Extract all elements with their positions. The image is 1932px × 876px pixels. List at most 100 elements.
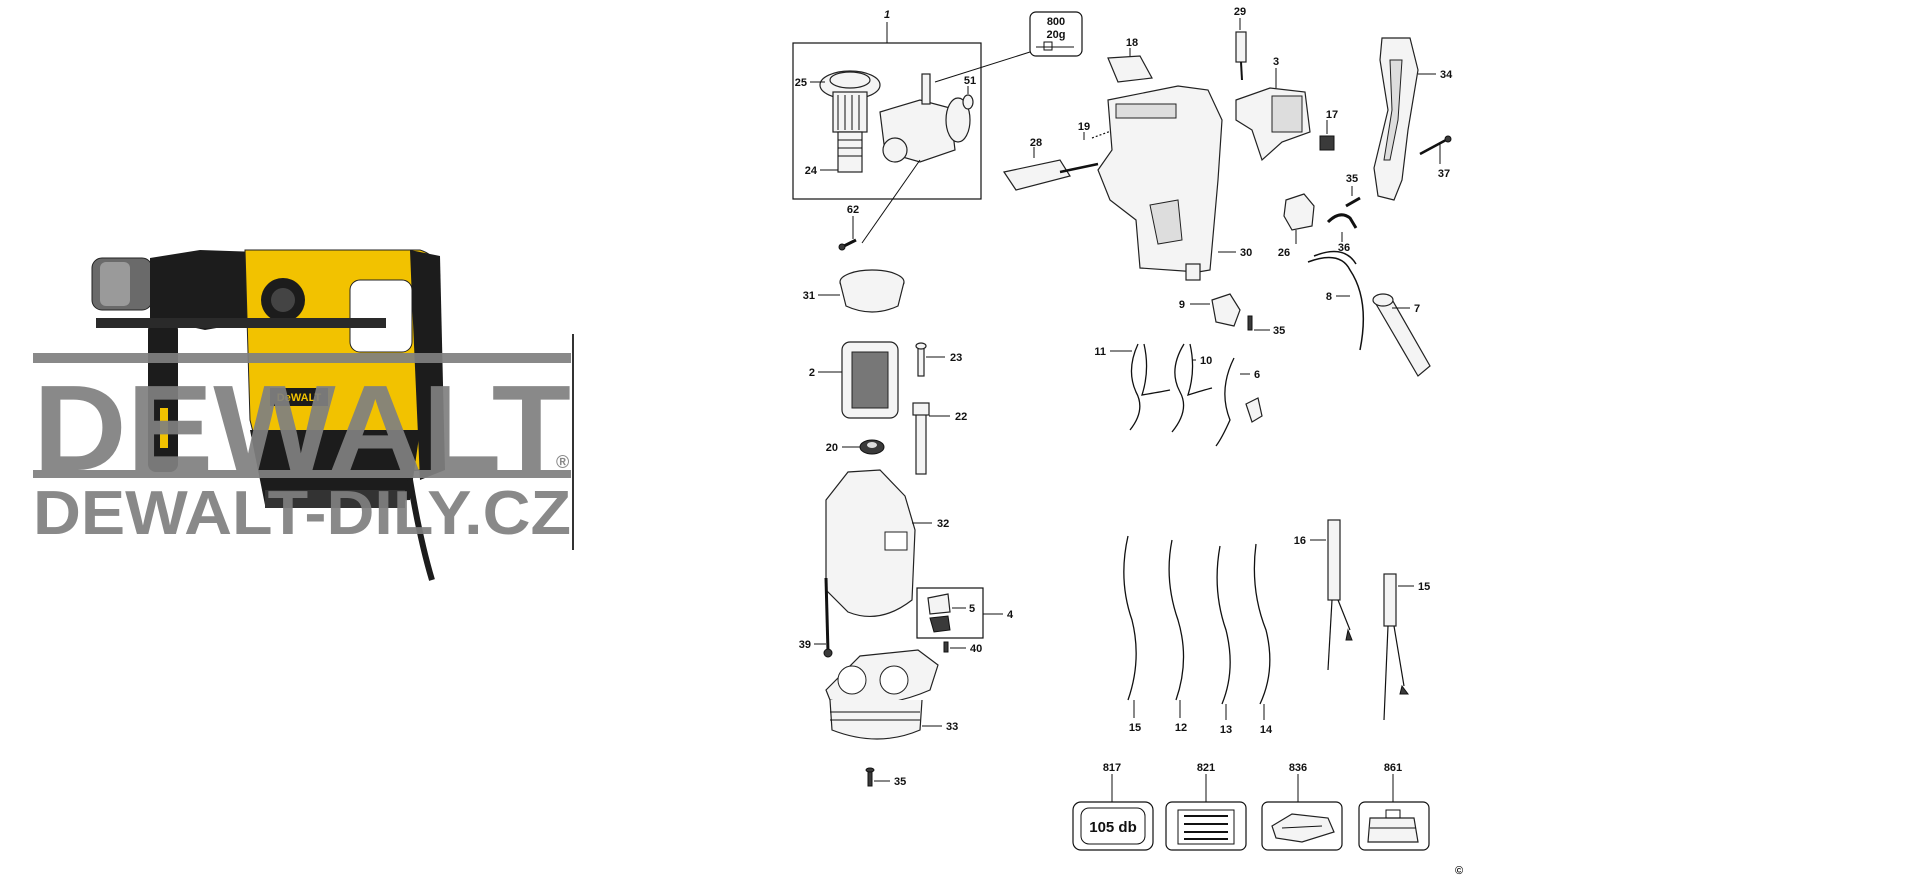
part-label-37: 37: [1438, 168, 1450, 180]
cable-sleeve-7-part: 7: [1372, 293, 1431, 377]
bolt-39-part: 39: [799, 577, 833, 658]
gear-housing-30-part: 30: [1097, 85, 1252, 281]
part-label-9: 9: [1179, 299, 1185, 311]
part-label-17: 16: [1294, 535, 1306, 547]
part-label-12: 12: [1175, 722, 1187, 734]
part-label-36: 36: [1338, 242, 1350, 254]
watermark-brand: DEWALT: [33, 360, 571, 496]
motor-housing-32-part: 32: [825, 469, 949, 618]
part-label-23: 23: [950, 352, 962, 364]
bearing-21-part: 20: [826, 439, 885, 455]
part-label-8: 8: [1326, 291, 1332, 303]
accessory-817-number: 817: [1103, 762, 1121, 774]
screw-37-part: 37: [1419, 135, 1452, 180]
part-label-20: 19: [1078, 121, 1090, 133]
noise-rating-label: 105 db: [1089, 819, 1137, 836]
clamp-9-part: 9: [1179, 293, 1241, 327]
part-label-3: 3: [1273, 56, 1279, 68]
o-ring-part: [962, 94, 974, 110]
gearbox-part: [879, 73, 971, 163]
part-label-35-bottom: 35: [894, 776, 906, 788]
brush-holder-4-group: 5 4: [916, 587, 1014, 639]
wire-13-part: 13: [1216, 545, 1232, 736]
part-label-51: 51: [964, 75, 976, 87]
watermark-registered-mark: ®: [556, 452, 569, 472]
screw-62-part: 62: [838, 204, 859, 251]
wire-12-part: 12: [1168, 539, 1187, 734]
wire-15-part: 15: [1123, 535, 1141, 734]
wire-11-part: 11: [1094, 343, 1171, 431]
part-label-62: 62: [847, 204, 859, 216]
part-label-15: 15: [1129, 722, 1141, 734]
grease-tag-weight: 20g: [1047, 29, 1066, 41]
wire-6-part: 6: [1215, 357, 1263, 447]
part-label-5: 5: [969, 603, 975, 615]
part-label-11: 11: [1094, 346, 1106, 358]
accessory-821-number: 821: [1197, 762, 1215, 774]
watermark: DEWALT DEWALT-DILY.CZ ®: [33, 334, 574, 550]
part-label-4: 4: [1007, 609, 1014, 621]
tool-photo: DeWALT: [91, 249, 445, 581]
part-label-19: 18: [1126, 37, 1138, 49]
part-label-35-mid: 35: [1273, 325, 1285, 337]
part-label-6: 6: [1254, 369, 1260, 381]
grease-tag-number: 800: [1047, 16, 1065, 28]
part-label-24: 24: [805, 165, 818, 177]
depth-rod-28-part: 28: [1003, 137, 1099, 191]
tool-bag-icon: [1271, 813, 1335, 843]
part-label-18: 17: [1326, 109, 1338, 121]
capacitor-26-part: 26: [1278, 193, 1315, 259]
part-label-39: 39: [799, 639, 811, 651]
accessory-861-number: 861: [1384, 762, 1402, 774]
part-label-2: 2: [809, 367, 815, 379]
screw-35-bottom-part: 35: [865, 767, 906, 788]
part-label-22: 22: [955, 411, 967, 423]
tool-badge: DeWALT: [277, 392, 322, 404]
wire-14-part: 14: [1253, 543, 1273, 736]
lever-29-part: 29: [1234, 6, 1247, 81]
part-label-33: 33: [946, 721, 958, 733]
accessory-836: 836: [1261, 762, 1343, 851]
tube-22-part: 22: [912, 402, 967, 475]
part-label-25: 25: [795, 77, 807, 89]
part-label-35-top: 35: [1346, 173, 1358, 185]
part-label-40: 40: [970, 643, 982, 655]
grease-tag: 800 20g: [1029, 11, 1083, 57]
part-label-21: 20: [826, 442, 838, 454]
accessory-836-number: 836: [1289, 762, 1307, 774]
accessory-861: 861: [1358, 762, 1430, 851]
part-label-29: 29: [1234, 6, 1246, 18]
switch-3-part: 3: [1235, 56, 1311, 162]
copyright-mark: ©: [1455, 865, 1463, 876]
cable-8-part: 8: [1307, 250, 1365, 351]
brush-18-part: 17: [1319, 109, 1338, 151]
part-label-32: 32: [937, 518, 949, 530]
part-label-13: 13: [1220, 724, 1232, 736]
accessory-821: 821: [1165, 762, 1247, 851]
accessory-817: 817 105 db: [1072, 762, 1154, 851]
screw-23-part: 23: [915, 342, 962, 377]
stator-2-part: 2: [809, 341, 899, 419]
watermark-bar-top: [33, 353, 571, 363]
part-label-7: 7: [1414, 303, 1420, 315]
cover-19-part: 18: [1107, 37, 1153, 83]
part-label-14: 14: [1260, 724, 1273, 736]
part-label-34: 34: [1440, 69, 1453, 81]
part-label-10: 10: [1200, 355, 1212, 367]
armature-part: [819, 70, 881, 173]
part-label-31: 31: [803, 290, 815, 302]
watermark-bar-bottom: [33, 470, 571, 478]
screw-40-part: 40: [943, 641, 982, 655]
screw-35-mid-part: 35: [1247, 315, 1285, 337]
part-label-16: 15: [1418, 581, 1430, 593]
rear-cover-33-part: 33: [825, 649, 958, 740]
part-label-26: 26: [1278, 247, 1290, 259]
carry-case-icon: [1367, 817, 1419, 843]
carbon-brush-17-part: 16: [1294, 519, 1353, 671]
part-label-28: 28: [1030, 137, 1042, 149]
rear-handle-34-part: 34: [1373, 37, 1453, 201]
baffle-31-part: 31: [803, 269, 905, 313]
assembly-1-group: 1 25 24 51: [792, 9, 1031, 244]
wire-10-part: 10: [1171, 343, 1212, 433]
